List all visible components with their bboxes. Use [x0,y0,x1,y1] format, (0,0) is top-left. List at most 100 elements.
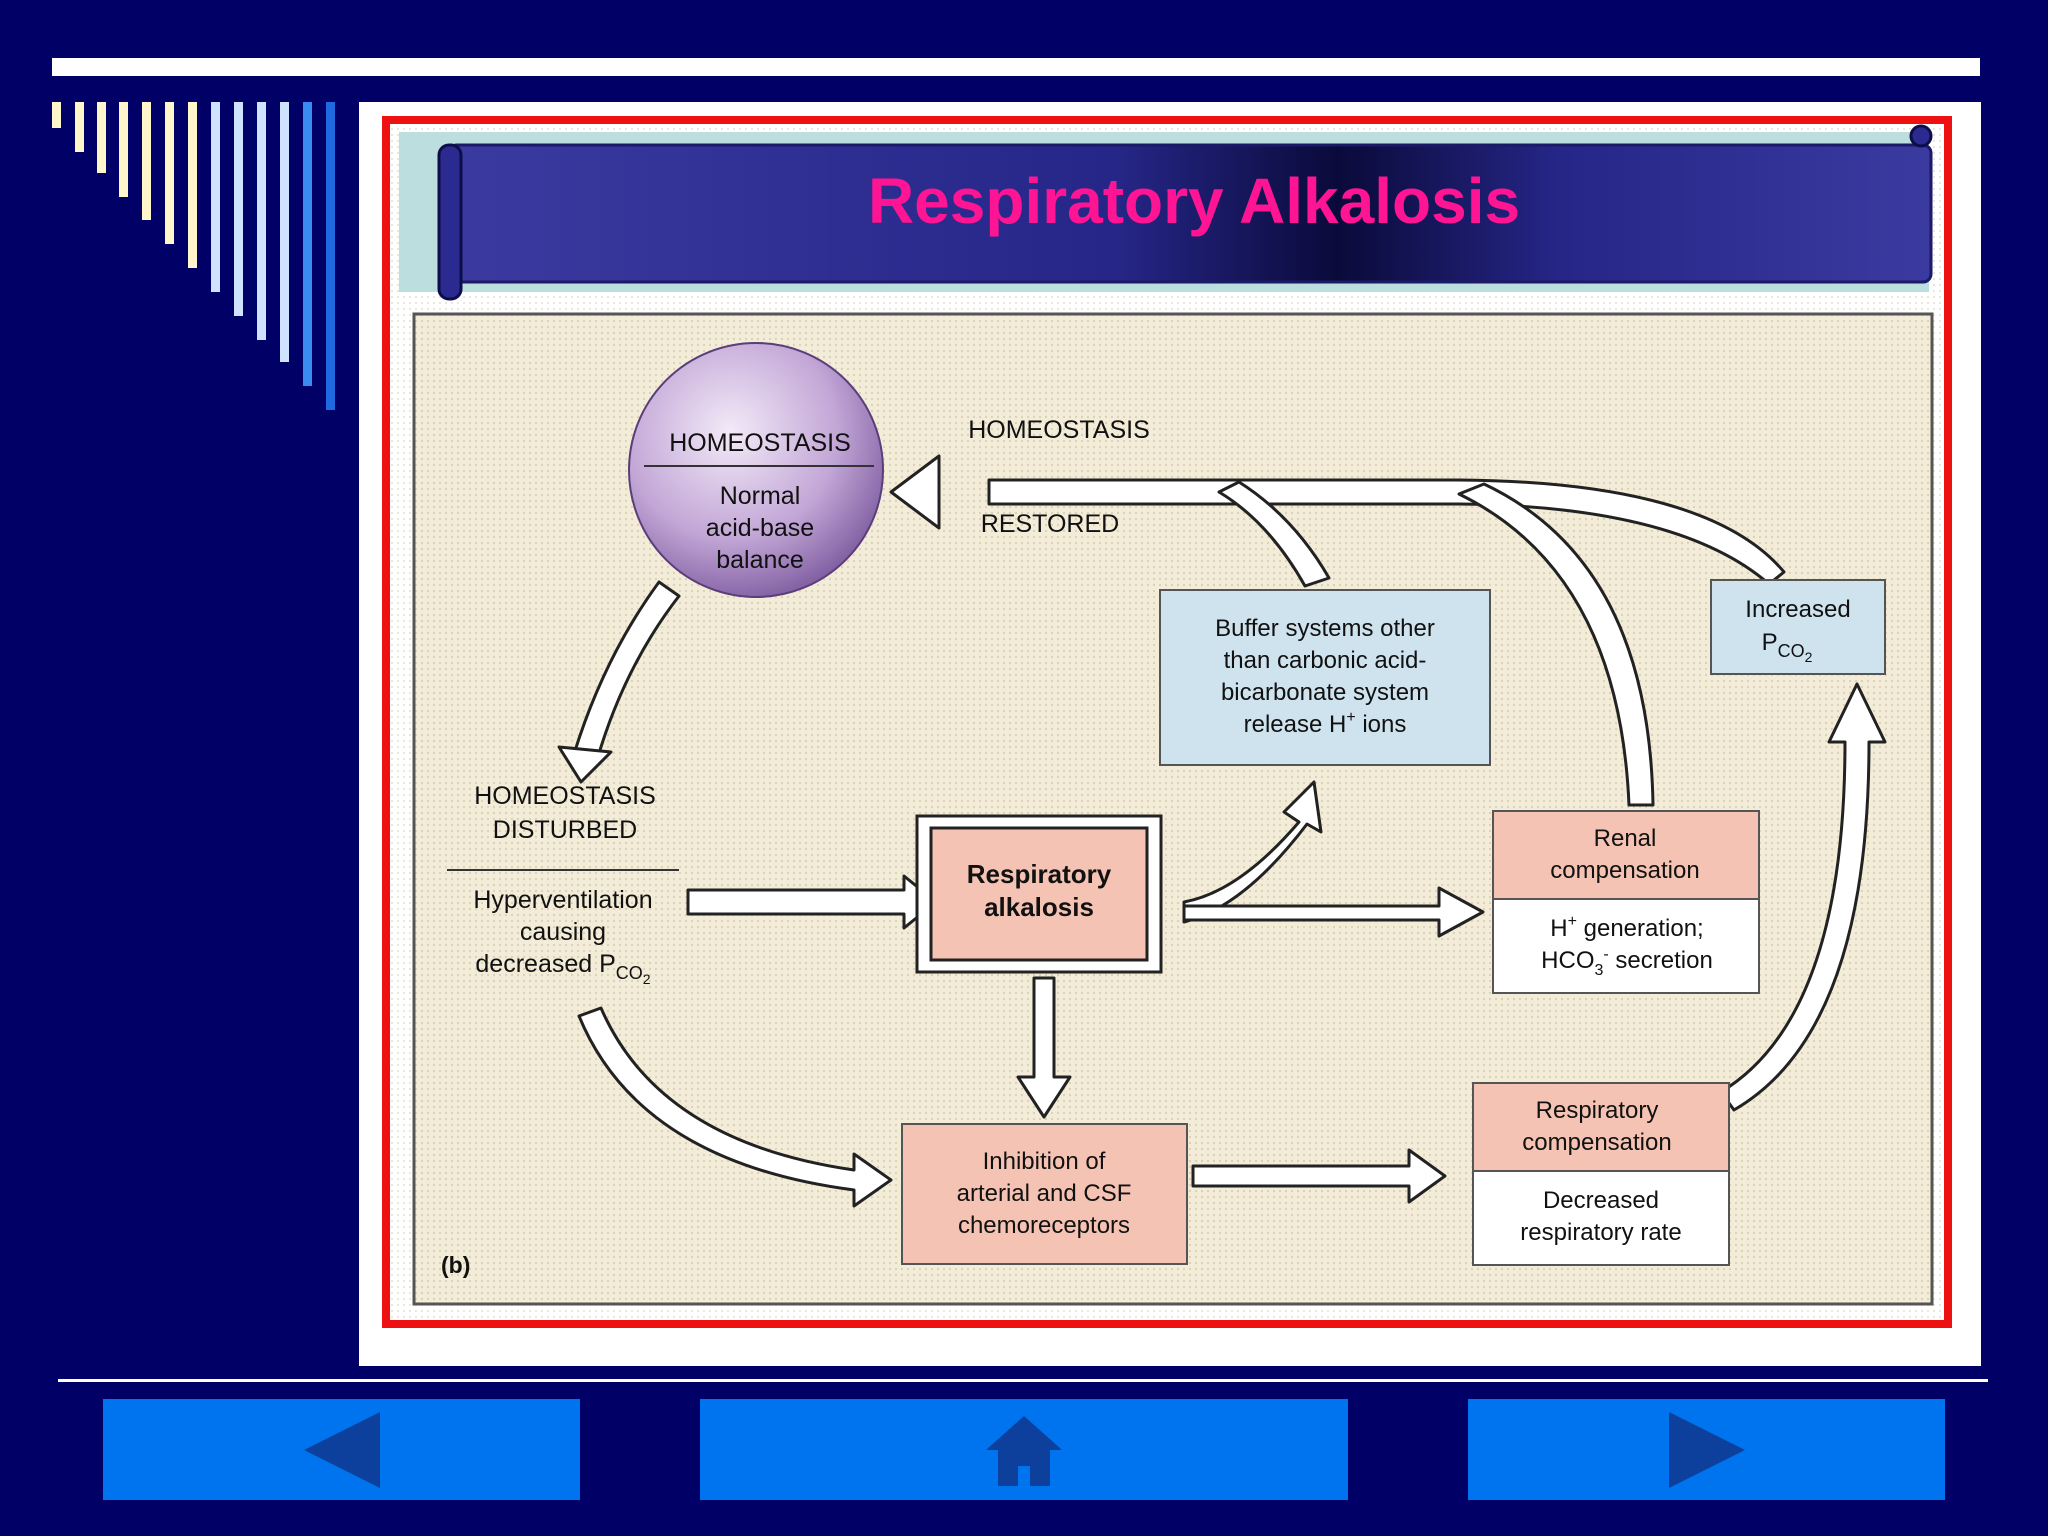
increased-pco2-subsub: 2 [1805,649,1813,665]
resp-comp-heading-bg [1472,1082,1730,1172]
next-slide-button[interactable] [1468,1399,1945,1500]
deco-bar [234,102,243,316]
renal-body-bg [1492,898,1760,994]
renal-h-suffix: generation; [1577,915,1704,942]
deco-bar [257,102,266,340]
restored-label-line2: RESTORED [981,510,1119,538]
buffer-box-bg [1159,589,1491,766]
alkalosis-line: alkalosis [984,892,1094,922]
homeostasis-line: balance [716,546,804,574]
renal-heading-line: compensation [1550,857,1699,884]
banner-scroll-left-roll [437,143,463,301]
disturbed-pco2-line: decreased PCO2 [475,950,650,987]
to-inhibition-arrow [1016,976,1072,1119]
diagram-figure: Respiratory Alkalosis [359,102,1981,1366]
decorative-gradient-bars [52,102,342,412]
deco-bar [165,102,174,244]
arrows [557,454,1887,1208]
buffer-line: bicarbonate system [1221,679,1429,706]
disturbed-body-line: causing [520,918,606,946]
homeostasis-circle: HOMEOSTASIS Normal acid-base balance [628,342,884,598]
title-banner: Respiratory Alkalosis [399,124,1933,301]
disturbed-pco2-sub: CO [616,963,643,983]
increased-pco2-line2: PCO2 [1762,629,1813,665]
respiratory-alkalosis-box: Respiratory alkalosis [915,814,1163,974]
renal-hco3-suffix: secretion [1609,947,1713,974]
alkalosis-inner-box [929,826,1149,962]
deco-bar [142,102,151,220]
restored-label-line1: HOMEOSTASIS [968,416,1150,444]
renal-hco3-sub: 3 [1595,962,1604,979]
buffer-return-arrow [1217,480,1331,588]
inhibition-line: Inhibition of [983,1148,1106,1175]
deco-bar [280,102,289,362]
resp-comp-body-line: Decreased [1543,1187,1659,1214]
increased-pco2-box: Increased PCO2 [1710,579,1886,675]
buffer-release-sup: + [1346,709,1355,726]
alkalosis-line: Respiratory [967,859,1112,889]
disturbed-pco2-prefix: decreased P [475,950,615,978]
diagram-canvas: Respiratory Alkalosis [382,116,1952,1328]
buffer-line: than carbonic acid- [1224,647,1427,674]
panel-label: (b) [441,1252,470,1278]
homeostasis-heading: HOMEOSTASIS [669,429,851,457]
buffer-release-prefix: release H [1244,711,1347,738]
bottom-rule [58,1379,1988,1382]
to-resp-comp-arrow [1191,1148,1447,1204]
buffer-release-line: release H+ ions [1244,709,1407,738]
homeostasis-sphere [628,342,884,598]
disturbed-pco2-subsub: 2 [643,971,651,987]
deco-bar [326,102,335,410]
resp-comp-heading-line: Respiratory [1536,1097,1659,1124]
disturbed-body-line: Hyperventilation [473,886,652,914]
increased-pco2-prefix: P [1762,629,1778,656]
to-renal-arrow [1182,886,1485,938]
to-increased-pco2-arrow [1719,682,1887,1112]
restored-arrow-body [987,478,1786,586]
renal-hco3-secretion: HCO3- secretion [1541,946,1713,979]
homeostasis-line: acid-base [706,514,814,542]
buffer-systems-box: Buffer systems other than carbonic acid-… [1159,589,1491,766]
deco-bar [211,102,220,292]
renal-hco3-sup: - [1603,946,1608,963]
page-title: Respiratory Alkalosis [868,165,1520,237]
renal-heading-line: Renal [1594,825,1657,852]
house-icon [986,1415,1062,1486]
resp-comp-body-bg [1472,1170,1730,1266]
renal-h-sup: + [1568,913,1577,930]
increased-pco2-bg [1710,579,1886,675]
deco-bar [75,102,84,152]
disturbed-arrow-head [557,745,613,784]
top-rule [52,58,1980,76]
home-button[interactable] [700,1399,1348,1500]
renal-h-prefix: H [1550,915,1567,942]
disturbed-heading: HOMEOSTASIS [474,782,656,810]
left-triangle-icon [303,1411,380,1488]
resp-comp-heading-line: compensation [1522,1129,1671,1156]
hypervent-to-inhibition-arrow [577,1006,893,1208]
disturbed-heading: DISTURBED [493,816,637,844]
banner-scroll-right-roll [1909,124,1933,148]
deco-bar [97,102,106,173]
homeostasis-disturbed-block: HOMEOSTASIS DISTURBED Hyperventilation c… [447,782,679,987]
inhibition-bg [901,1123,1188,1265]
inhibition-line: chemoreceptors [958,1212,1130,1239]
deco-bar [303,102,312,386]
renal-return-arrow [1457,482,1655,807]
increased-pco2-line1: Increased [1745,596,1850,623]
resp-comp-body-line: respiratory rate [1520,1219,1681,1246]
buffer-release-suffix: ions [1356,711,1407,738]
renal-compensation-box: Renal compensation H+ generation; HCO3- … [1492,810,1760,994]
increased-pco2-sub: CO [1778,641,1805,661]
renal-hco3-prefix: HCO [1541,947,1594,974]
homeostasis-line: Normal [720,482,801,510]
restored-arrow-head [889,454,941,530]
renal-h-generation: H+ generation; [1550,913,1703,942]
inhibition-line: arterial and CSF [957,1180,1132,1207]
renal-heading-bg [1492,810,1760,900]
deco-bar [188,102,197,268]
deco-bar [52,102,61,128]
previous-slide-button[interactable] [103,1399,580,1500]
right-triangle-icon [1668,1411,1745,1488]
respiratory-compensation-box: Respiratory compensation Decreased respi… [1472,1082,1730,1266]
